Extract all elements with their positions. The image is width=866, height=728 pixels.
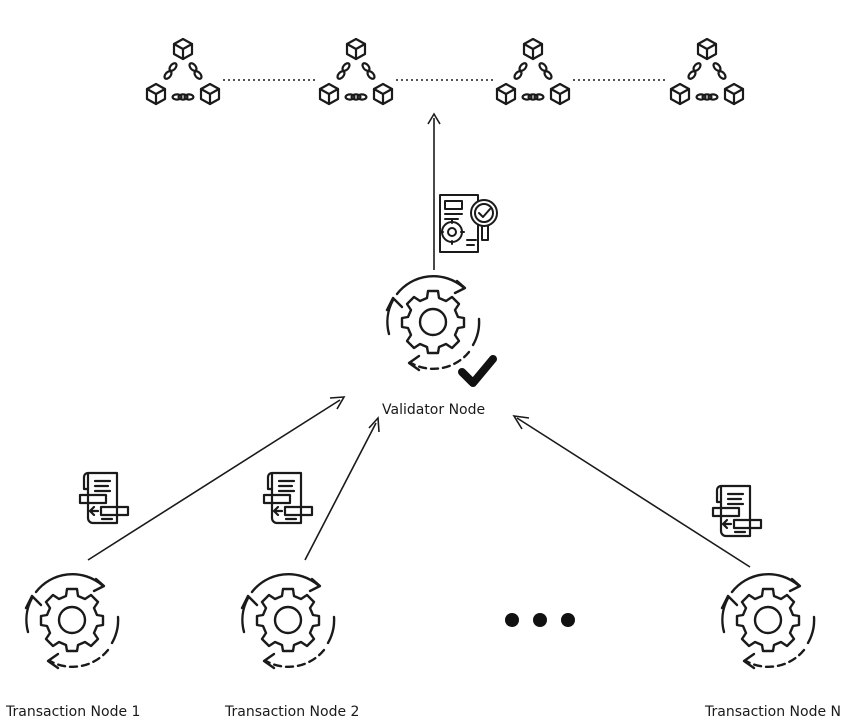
blockchain-icon (497, 39, 569, 104)
checkmark-icon (462, 359, 493, 383)
transaction-gear-icon (722, 574, 814, 668)
txn-to-validator-arrow (514, 416, 750, 567)
blockchain-icon (147, 39, 219, 104)
tx1-to-validator-arrow (88, 397, 344, 560)
tx2-to-validator-arrow (305, 418, 379, 560)
blockchain-icon (320, 39, 392, 104)
ellipsis-dots (505, 613, 575, 627)
transaction-document-icon (713, 486, 761, 536)
validator-to-chain-arrow (428, 114, 440, 270)
audit-document-icon (440, 195, 497, 252)
transaction-node-2-label: Transaction Node 2 (225, 704, 359, 720)
blockchain-icon (671, 39, 743, 104)
transaction-document-icon (264, 473, 312, 523)
validator-node-label: Validator Node (382, 402, 485, 418)
transaction-node-1-label: Transaction Node 1 (6, 704, 140, 720)
transaction-gear-icon (26, 574, 118, 668)
transaction-document-icon (80, 473, 128, 523)
transaction-node-n-label: Transaction Node N (705, 704, 841, 720)
validator-gear-icon (387, 276, 479, 370)
transaction-gear-icon (242, 574, 334, 668)
